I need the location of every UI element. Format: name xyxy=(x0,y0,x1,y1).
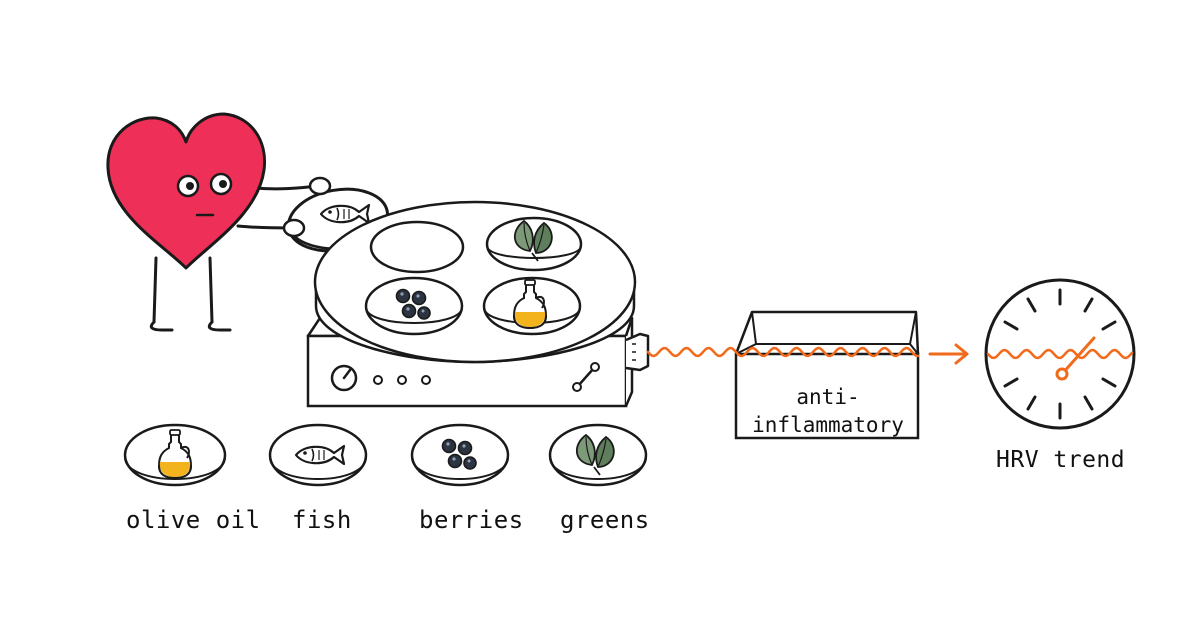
arrow-right-icon xyxy=(928,343,969,365)
berries-plate xyxy=(410,423,510,487)
machine-button xyxy=(373,375,383,385)
gauge-dial-icon xyxy=(984,278,1136,430)
label-olive-oil: olive oil xyxy=(126,506,261,534)
empty-slot xyxy=(369,220,465,274)
label-greens: greens xyxy=(560,506,650,534)
olive-oil-plate-on-machine xyxy=(482,276,582,336)
heart-arm-upper xyxy=(253,184,320,191)
gauge-pivot xyxy=(1055,367,1069,381)
heart-legs xyxy=(149,256,232,332)
fish-plate xyxy=(268,423,368,487)
machine-button xyxy=(397,375,407,385)
box-label-line1: anti- xyxy=(796,385,860,409)
greens-plate xyxy=(548,423,648,487)
greens-plate-on-machine xyxy=(485,216,583,272)
label-berries: berries xyxy=(419,506,524,534)
anti-inflammatory-box xyxy=(734,310,920,440)
box-label-line2: inflammatory xyxy=(752,413,904,437)
label-hrv-trend: HRV trend xyxy=(996,447,1126,473)
olive-oil-plate xyxy=(123,423,227,487)
heart-character xyxy=(106,112,320,332)
heart-hand-lower xyxy=(282,218,306,238)
turntable xyxy=(313,200,637,364)
machine-lever xyxy=(572,362,600,392)
heart-hand-upper xyxy=(308,176,332,196)
label-fish: fish xyxy=(292,506,352,534)
box-label: anti- inflammatory xyxy=(738,383,918,439)
mixing-machine xyxy=(306,200,650,408)
machine-button xyxy=(421,375,431,385)
machine-outlet xyxy=(625,332,650,372)
signal-waves xyxy=(646,346,1134,360)
berries-plate-on-machine xyxy=(364,276,464,336)
